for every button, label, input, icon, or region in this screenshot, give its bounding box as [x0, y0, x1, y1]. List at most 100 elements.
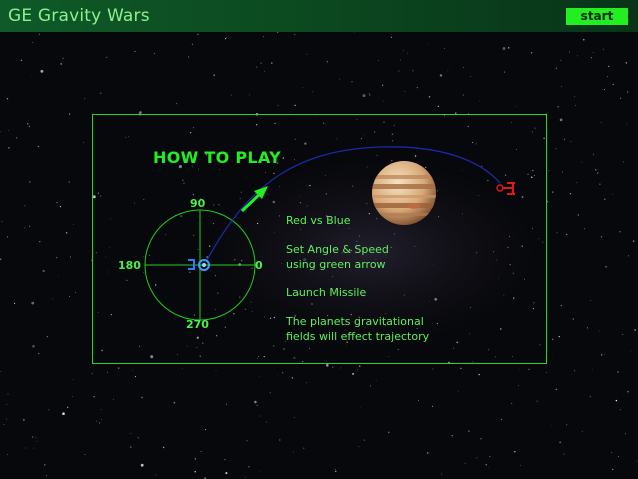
star — [521, 196, 524, 198]
star — [279, 439, 281, 441]
green-arrow-icon[interactable] — [240, 186, 268, 213]
star — [52, 298, 54, 300]
star — [618, 456, 619, 458]
star — [173, 401, 176, 404]
star — [306, 382, 307, 384]
star — [91, 372, 93, 374]
star — [388, 431, 390, 434]
star — [197, 33, 199, 36]
star — [530, 52, 533, 54]
star — [97, 312, 99, 313]
star — [154, 474, 156, 476]
star — [28, 125, 31, 128]
star — [551, 425, 553, 426]
star — [282, 157, 285, 159]
star — [555, 388, 557, 391]
star — [592, 52, 594, 54]
dial-label-0: 0 — [255, 259, 263, 272]
star — [249, 94, 250, 96]
star — [634, 329, 636, 331]
star — [95, 420, 98, 422]
star — [248, 466, 250, 468]
star — [273, 172, 275, 174]
star — [548, 170, 550, 172]
blue-ship-icon — [188, 259, 210, 271]
star — [216, 292, 219, 295]
star — [202, 342, 204, 344]
star — [357, 368, 359, 370]
star — [570, 141, 572, 142]
star — [59, 205, 62, 208]
star — [72, 379, 74, 381]
start-button[interactable]: start — [566, 8, 628, 25]
star — [476, 457, 478, 459]
star — [623, 161, 624, 163]
star — [326, 364, 329, 367]
star — [6, 403, 8, 405]
star — [149, 254, 150, 256]
star — [45, 475, 47, 477]
star — [583, 228, 586, 230]
star — [485, 464, 487, 466]
star — [246, 177, 247, 178]
instruction-gravity-fields: The planets gravitational fields will ef… — [286, 315, 430, 343]
instruction-set-angle-speed: Set Angle & Speed using green arrow — [286, 243, 389, 271]
star — [293, 451, 294, 453]
star — [619, 409, 621, 411]
star — [100, 408, 102, 410]
star — [356, 118, 358, 120]
star — [140, 463, 144, 467]
star — [592, 153, 594, 155]
star — [369, 385, 372, 387]
star — [472, 361, 474, 363]
star — [511, 121, 512, 123]
star — [469, 333, 471, 334]
star — [304, 142, 307, 145]
star — [20, 59, 23, 62]
star — [277, 32, 279, 33]
star — [494, 356, 496, 358]
star — [332, 366, 334, 368]
star — [630, 350, 632, 352]
star — [597, 172, 599, 174]
star — [500, 328, 502, 330]
star — [406, 52, 408, 54]
star — [471, 141, 473, 144]
star — [617, 371, 619, 373]
star — [180, 215, 183, 218]
star — [390, 36, 393, 39]
star — [481, 165, 483, 167]
star — [293, 417, 295, 418]
star — [326, 61, 329, 63]
star — [335, 470, 337, 473]
star — [437, 105, 439, 107]
star — [478, 373, 480, 376]
star — [627, 391, 629, 393]
star — [598, 330, 600, 332]
star — [194, 470, 196, 473]
star — [532, 307, 535, 310]
star — [65, 232, 68, 234]
star — [260, 471, 262, 473]
star — [447, 70, 449, 72]
star — [35, 437, 37, 439]
star — [178, 165, 182, 169]
star — [519, 369, 521, 371]
star — [194, 458, 196, 460]
star — [564, 138, 566, 140]
star — [558, 335, 560, 338]
star — [262, 36, 265, 38]
star — [46, 336, 48, 338]
star — [225, 36, 228, 39]
star — [615, 399, 618, 402]
star — [566, 424, 568, 426]
star — [539, 344, 541, 346]
star — [126, 279, 128, 281]
star — [255, 123, 258, 126]
star — [528, 368, 530, 371]
star — [205, 153, 208, 156]
star — [244, 476, 246, 478]
star — [573, 370, 576, 372]
star — [193, 127, 195, 129]
